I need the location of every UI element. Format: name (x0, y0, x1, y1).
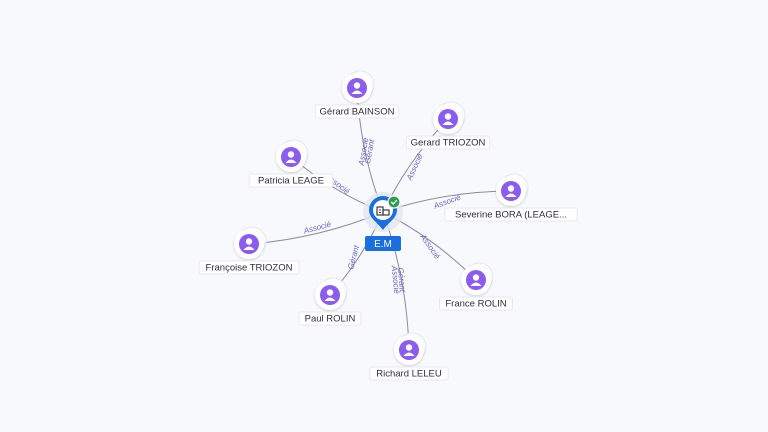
person-icon (347, 78, 367, 98)
person-name: Gerard TRIOZON (411, 138, 486, 149)
person-icon (501, 181, 521, 201)
check-icon (387, 195, 401, 209)
person-node-francoise-triozon[interactable]: Françoise TRIOZON (198, 226, 300, 275)
person-label: Gerard TRIOZON (405, 135, 491, 150)
person-name: France ROLIN (445, 299, 506, 310)
nodes-layer: Gérard BAINSON Gerard TRIOZON Patricia LEA… (198, 70, 578, 381)
person-label: Françoise TRIOZON (198, 260, 300, 275)
person-name: Patricia LEAGE (258, 176, 324, 187)
person-name: Richard LELEU (376, 369, 442, 380)
edge-role-label: Associé (404, 152, 425, 183)
person-node-richard-leleu[interactable]: Richard LELEU (369, 332, 449, 381)
person-node-severine-bora[interactable]: Severine BORA (LEAGE... (444, 173, 578, 222)
person-label: Patricia LEAGE (248, 173, 334, 188)
edge-role-label: Gérant (363, 138, 376, 164)
person-icon (320, 285, 340, 305)
person-node-paul-rolin[interactable]: Paul ROLIN (298, 277, 362, 326)
building-icon (376, 206, 390, 216)
person-icon (239, 234, 259, 254)
person-icon (466, 270, 486, 290)
person-name: Gérard BAINSON (320, 107, 395, 118)
center-label: E.M (365, 236, 401, 251)
center-node[interactable]: E.M (363, 192, 403, 251)
person-node-france-rolin[interactable]: France ROLIN (439, 262, 513, 311)
person-icon (438, 109, 458, 129)
person-node-gerard-bainson[interactable]: Gérard BAINSON (314, 70, 400, 119)
person-icon (281, 147, 301, 167)
person-node-gerard-triozon[interactable]: Gerard TRIOZON (405, 101, 491, 150)
person-label: Gérard BAINSON (314, 104, 400, 119)
person-label: France ROLIN (439, 296, 513, 311)
person-name: Paul ROLIN (305, 314, 356, 325)
person-label: Severine BORA (LEAGE... (444, 207, 578, 222)
person-name: Severine BORA (LEAGE... (455, 210, 567, 221)
edge-role-label: Gérant (396, 267, 407, 293)
person-icon (399, 340, 419, 360)
person-node-patricia-leage[interactable]: Patricia LEAGE (248, 139, 334, 188)
person-label: Richard LELEU (369, 366, 449, 381)
person-name: Françoise TRIOZON (206, 263, 293, 274)
edge-role-label: Associé (390, 264, 402, 294)
person-label: Paul ROLIN (298, 311, 362, 326)
center-name: E.M (374, 239, 392, 250)
